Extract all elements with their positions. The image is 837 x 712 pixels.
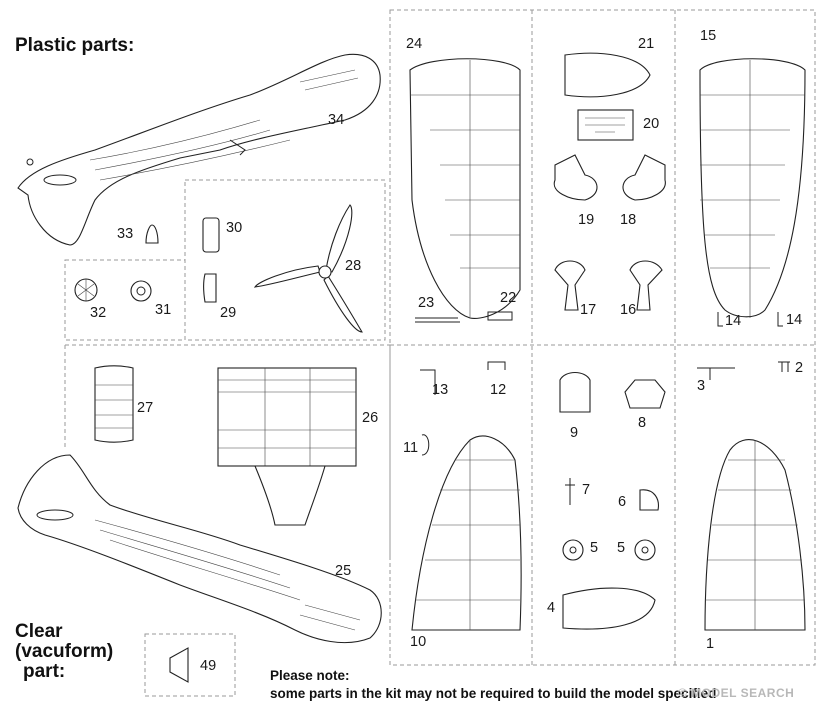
- part-49-shape: [169, 647, 189, 683]
- part-19-shape: [553, 154, 598, 201]
- part-number: 8: [638, 415, 647, 431]
- part-number: 7: [582, 482, 591, 498]
- clear-heading-line-3: part:: [23, 660, 66, 682]
- part-number: 16: [620, 302, 637, 318]
- note-title: Please note:: [270, 668, 350, 683]
- part-number: 25: [335, 563, 352, 579]
- part-6-shape: [639, 489, 659, 511]
- clear-part-heading: Clear (vacuform) part:: [15, 622, 113, 682]
- part-4-shape: [562, 587, 656, 630]
- watermark: © MODEL SEARCH: [678, 686, 795, 700]
- clear-heading-line-1: Clear: [15, 621, 63, 642]
- part-21-shape: [564, 52, 651, 98]
- part-number: 29: [220, 305, 237, 321]
- part-number: 18: [620, 212, 637, 228]
- part-number: 24: [406, 36, 423, 52]
- part-31-shape: [130, 280, 152, 302]
- part-number: 30: [226, 220, 243, 236]
- part-30-shape: [202, 217, 220, 253]
- part-number: 31: [155, 302, 172, 318]
- sprue-frame-right: [389, 9, 816, 666]
- part-9-shape: [559, 371, 591, 413]
- propeller-28: [253, 204, 363, 333]
- part-number: 6: [618, 494, 627, 510]
- part-number: 3: [697, 378, 706, 394]
- part-number: 34: [328, 112, 345, 128]
- part-number: 17: [580, 302, 597, 318]
- part-number: 23: [418, 295, 435, 311]
- part-12-shape: [487, 361, 506, 370]
- part-number: 27: [137, 400, 154, 416]
- part-number: 20: [643, 116, 660, 132]
- fuselage-half-34: [17, 53, 381, 246]
- part-number: 2: [795, 360, 804, 376]
- part-number: 1: [706, 636, 715, 652]
- note-text: some parts in the kit may not be require…: [270, 686, 717, 701]
- part-7-shape: [565, 478, 575, 505]
- part-number: 28: [345, 258, 362, 274]
- part-number: 22: [500, 290, 517, 306]
- part-number: 14: [786, 312, 803, 328]
- part-22-shape: [487, 311, 513, 321]
- part-2-shape: [778, 361, 790, 372]
- part-number: 14: [725, 313, 742, 329]
- part-number: 9: [570, 425, 579, 441]
- part-3-shape: [697, 367, 735, 380]
- plastic-parts-heading: Plastic parts:: [15, 35, 135, 56]
- part-23-shape: [415, 317, 460, 323]
- clear-heading-line-2: (vacuform): [15, 640, 114, 662]
- part-number: 5: [590, 540, 599, 556]
- wing-24: [409, 58, 521, 319]
- part-number: 19: [578, 212, 595, 228]
- part-number: 15: [700, 28, 717, 44]
- wing-10: [411, 435, 522, 631]
- part-8-shape: [624, 379, 666, 409]
- wing-15: [699, 58, 806, 318]
- part-number: 21: [638, 36, 655, 52]
- part-number: 49: [200, 658, 217, 674]
- part-number: 4: [547, 600, 556, 616]
- part-number: 10: [410, 634, 427, 650]
- clear-part-frame: [144, 633, 236, 697]
- wing-1: [704, 439, 806, 631]
- sprue-frame-upper-left: [64, 179, 386, 341]
- part-number: 5: [617, 540, 626, 556]
- part-14a-shape: [717, 312, 723, 327]
- part-14b-shape: [777, 312, 783, 327]
- part-29-shape: [202, 273, 217, 303]
- part-17-shape: [554, 260, 586, 311]
- part-number: 32: [90, 305, 107, 321]
- part-number: 12: [490, 382, 507, 398]
- part-number: 33: [117, 226, 134, 242]
- fuselage-half-25: [17, 454, 382, 644]
- part-33-shape: [145, 224, 159, 244]
- part-13-shape: [420, 369, 436, 395]
- part-18-shape: [622, 154, 666, 201]
- part-number: 26: [362, 410, 379, 426]
- part-5a-shape: [562, 539, 584, 561]
- part-5b-shape: [634, 539, 656, 561]
- part-11-shape: [421, 434, 430, 456]
- part-26-shape: [217, 367, 357, 526]
- part-number: 11: [403, 440, 419, 456]
- part-number: 13: [432, 382, 449, 398]
- part-16-shape: [629, 260, 663, 311]
- part-27-shape: [94, 365, 134, 443]
